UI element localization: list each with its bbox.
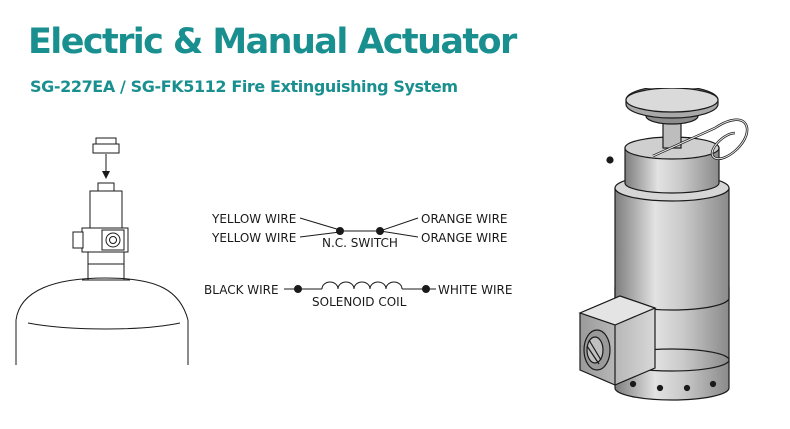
page-subtitle: SG-227EA / SG-FK5112 Fire Extinguishing … bbox=[30, 77, 458, 96]
solenoid-coil bbox=[284, 281, 436, 293]
black-wire-label: BLACK WIRE bbox=[204, 283, 279, 297]
orange-wire-label-bottom: ORANGE WIRE bbox=[421, 231, 508, 245]
yellow-wire-label-bottom: YELLOW WIRE bbox=[211, 231, 296, 245]
solenoid-coil-label: SOLENOID COIL bbox=[312, 295, 407, 309]
yellow-wire-label-top: YELLOW WIRE bbox=[211, 212, 296, 226]
nc-switch bbox=[299, 217, 419, 238]
wiring-schematic: YELLOW WIRE YELLOW WIRE ORANGE WIRE ORAN… bbox=[204, 212, 512, 309]
page-title: Electric & Manual Actuator bbox=[28, 22, 517, 62]
actuator-3d-illustration bbox=[578, 88, 749, 401]
orange-wire-label-top: ORANGE WIRE bbox=[421, 212, 508, 226]
white-wire-label: WHITE WIRE bbox=[438, 283, 512, 297]
nc-switch-label: N.C. SWITCH bbox=[322, 236, 398, 250]
cylinder-mount-drawing bbox=[15, 137, 189, 365]
